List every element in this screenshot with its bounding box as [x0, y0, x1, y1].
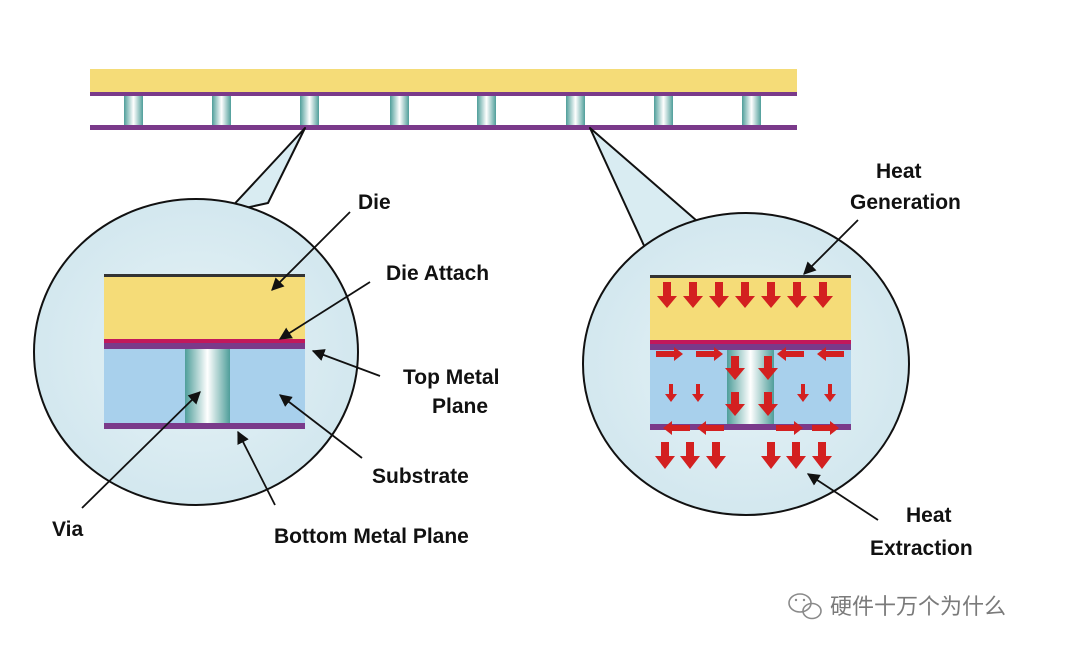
heat-arrow-right: [812, 421, 839, 435]
leader-via: [81, 391, 201, 509]
heat-arrow-down: [725, 392, 745, 416]
leader-bottom-metal: [237, 430, 276, 506]
labels: Die Die Attach Top Metal Plane Substrate…: [52, 160, 973, 560]
left-leader-lines: [81, 211, 381, 509]
top-bottom-metal-line: [90, 125, 797, 130]
heat-arrow-down: [709, 282, 729, 308]
heat-arrow-down: [813, 282, 833, 308]
heat-arrows-extraction: [655, 442, 832, 469]
top-via: [654, 96, 673, 125]
heat-arrow-left: [817, 347, 844, 361]
top-vias: [124, 96, 761, 125]
heat-arrows-via: [725, 356, 778, 416]
top-die-attach-line: [90, 92, 797, 96]
top-via: [390, 96, 409, 125]
top-via: [742, 96, 761, 125]
left-magnifier: [33, 127, 359, 506]
label-top-metal-line2: Plane: [432, 395, 488, 418]
leader-die-attach: [278, 281, 371, 340]
heat-arrow-left: [663, 421, 690, 435]
right-die: [650, 276, 851, 340]
left-callout-cone: [226, 127, 306, 213]
left-die-attach: [104, 339, 305, 343]
left-die: [104, 275, 305, 339]
label-heat-extraction-line1: Heat: [906, 504, 952, 527]
leader-heat-generation: [803, 219, 859, 275]
heat-arrow-down: [655, 442, 675, 469]
label-heat-generation-line1: Heat: [876, 160, 922, 183]
heat-arrow-right: [696, 347, 723, 361]
heat-arrow-down: [761, 442, 781, 469]
heat-arrow-down: [761, 282, 781, 308]
heat-arrow-down: [787, 282, 807, 308]
top-via: [124, 96, 143, 125]
right-bottom-metal-plane: [650, 424, 851, 430]
heat-arrow-down: [758, 356, 778, 380]
label-heat-extraction-line2: Extraction: [870, 537, 973, 560]
heat-arrow-down: [786, 442, 806, 469]
heat-arrow-down: [725, 356, 745, 380]
heat-arrow-left: [697, 421, 724, 435]
top-assembly: [90, 69, 797, 130]
left-die-top-edge: [104, 274, 305, 277]
top-via: [212, 96, 231, 125]
heat-arrow-down: [706, 442, 726, 469]
right-magnifier: [582, 127, 910, 516]
heat-arrow-right: [656, 347, 683, 361]
top-die-strip: [90, 69, 797, 92]
right-die-attach: [650, 340, 851, 344]
heat-arrow-left: [777, 347, 804, 361]
leader-heat-extraction: [806, 473, 879, 521]
label-bottom-metal-plane: Bottom Metal Plane: [274, 525, 469, 548]
heat-arrow-small-down: [797, 384, 809, 402]
heat-arrow-small-down: [824, 384, 836, 402]
heat-arrow-down: [683, 282, 703, 308]
heat-arrow-down: [812, 442, 832, 469]
label-die-attach: Die Attach: [386, 262, 489, 285]
leader-top-metal: [311, 349, 381, 377]
leader-die: [271, 211, 351, 291]
left-bottom-metal-plane: [104, 423, 305, 429]
wechat-icon: [788, 593, 822, 620]
heat-arrow-right: [776, 421, 803, 435]
heat-arrow-down: [735, 282, 755, 308]
leader-substrate: [279, 394, 363, 459]
heat-arrow-small-down: [665, 384, 677, 402]
label-die: Die: [358, 191, 391, 214]
label-via: Via: [52, 518, 83, 541]
right-top-metal-plane: [650, 344, 851, 350]
heat-arrows-die: [657, 282, 833, 308]
watermark: 硬件十万个为什么: [788, 593, 1006, 620]
right-die-top-edge: [650, 275, 851, 278]
top-via: [300, 96, 319, 125]
left-via: [185, 349, 230, 423]
label-substrate: Substrate: [372, 465, 469, 488]
top-via: [566, 96, 585, 125]
top-via: [477, 96, 496, 125]
heat-arrows-lateral-bottom: [663, 421, 839, 435]
right-leader-lines: [803, 219, 879, 521]
heat-arrow-down: [758, 392, 778, 416]
label-heat-generation-line2: Generation: [850, 191, 961, 214]
heat-arrow-small-down: [692, 384, 704, 402]
left-top-metal-plane: [104, 343, 305, 349]
heat-arrows-lateral-top: [656, 347, 844, 361]
watermark-text: 硬件十万个为什么: [830, 595, 1006, 620]
heat-arrow-down: [657, 282, 677, 308]
heat-arrows-substrate: [665, 384, 836, 402]
label-top-metal-line1: Top Metal: [403, 366, 499, 389]
heat-arrow-down: [680, 442, 700, 469]
